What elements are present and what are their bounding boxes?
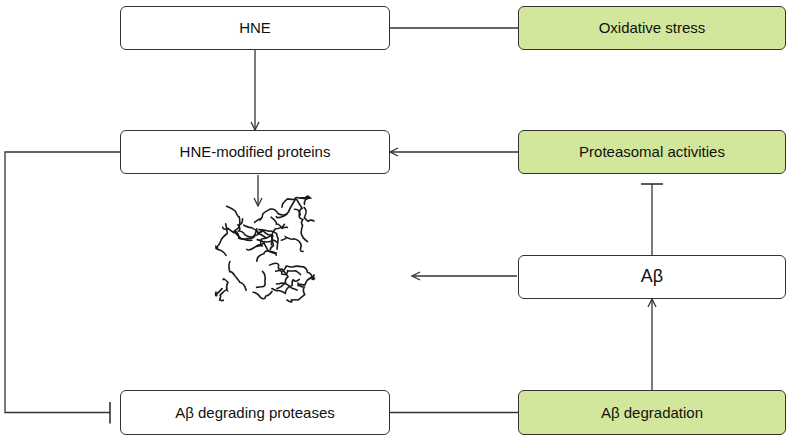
highlight-box: Proteasomal activities bbox=[518, 130, 786, 174]
inhibition-connector bbox=[651, 184, 652, 255]
box-label: Proteasomal activities bbox=[579, 143, 725, 161]
process-box: HNE bbox=[120, 6, 390, 50]
process-box: HNE-modified proteins bbox=[120, 130, 390, 174]
box-label: Aβ degradation bbox=[601, 404, 703, 422]
protein-strand bbox=[220, 279, 228, 301]
protein-strand bbox=[271, 217, 287, 228]
process-box: Aβ bbox=[518, 255, 786, 299]
protein-strand bbox=[304, 207, 314, 221]
protein-strand bbox=[216, 224, 227, 247]
protein-strand bbox=[257, 251, 277, 261]
protein-strand bbox=[216, 247, 226, 256]
arrow-connector bbox=[390, 151, 518, 152]
aggregation-arrow bbox=[412, 275, 517, 276]
protein-strand bbox=[227, 206, 240, 232]
arrow-connector bbox=[390, 412, 518, 413]
box-label: Aβ degrading proteases bbox=[175, 404, 335, 422]
highlight-box: Oxidative stress bbox=[518, 6, 786, 50]
inhibition-connector bbox=[5, 152, 120, 413]
protein-strand bbox=[244, 225, 267, 238]
arrow-connector bbox=[651, 299, 652, 390]
protein-strand bbox=[281, 237, 303, 251]
arrow-connector bbox=[254, 50, 255, 130]
protein-strand bbox=[300, 196, 311, 204]
box-label: Aβ bbox=[641, 266, 663, 288]
protein-strand bbox=[272, 279, 299, 293]
aggregation-arrow bbox=[257, 175, 258, 206]
protein-strand bbox=[253, 291, 272, 298]
highlight-box: Aβ degradation bbox=[518, 390, 786, 435]
tangled-aggregate bbox=[216, 196, 315, 302]
protein-strand bbox=[257, 271, 266, 287]
protein-strand bbox=[276, 198, 306, 218]
protein-strand bbox=[229, 262, 246, 291]
box-label: HNE-modified proteins bbox=[180, 143, 331, 161]
box-label: Oxidative stress bbox=[599, 19, 706, 37]
box-label: HNE bbox=[239, 19, 271, 37]
protein-strand bbox=[276, 270, 301, 274]
process-box: Aβ degrading proteases bbox=[120, 390, 390, 435]
arrow-connector bbox=[390, 27, 518, 28]
protein-strand bbox=[255, 209, 287, 222]
